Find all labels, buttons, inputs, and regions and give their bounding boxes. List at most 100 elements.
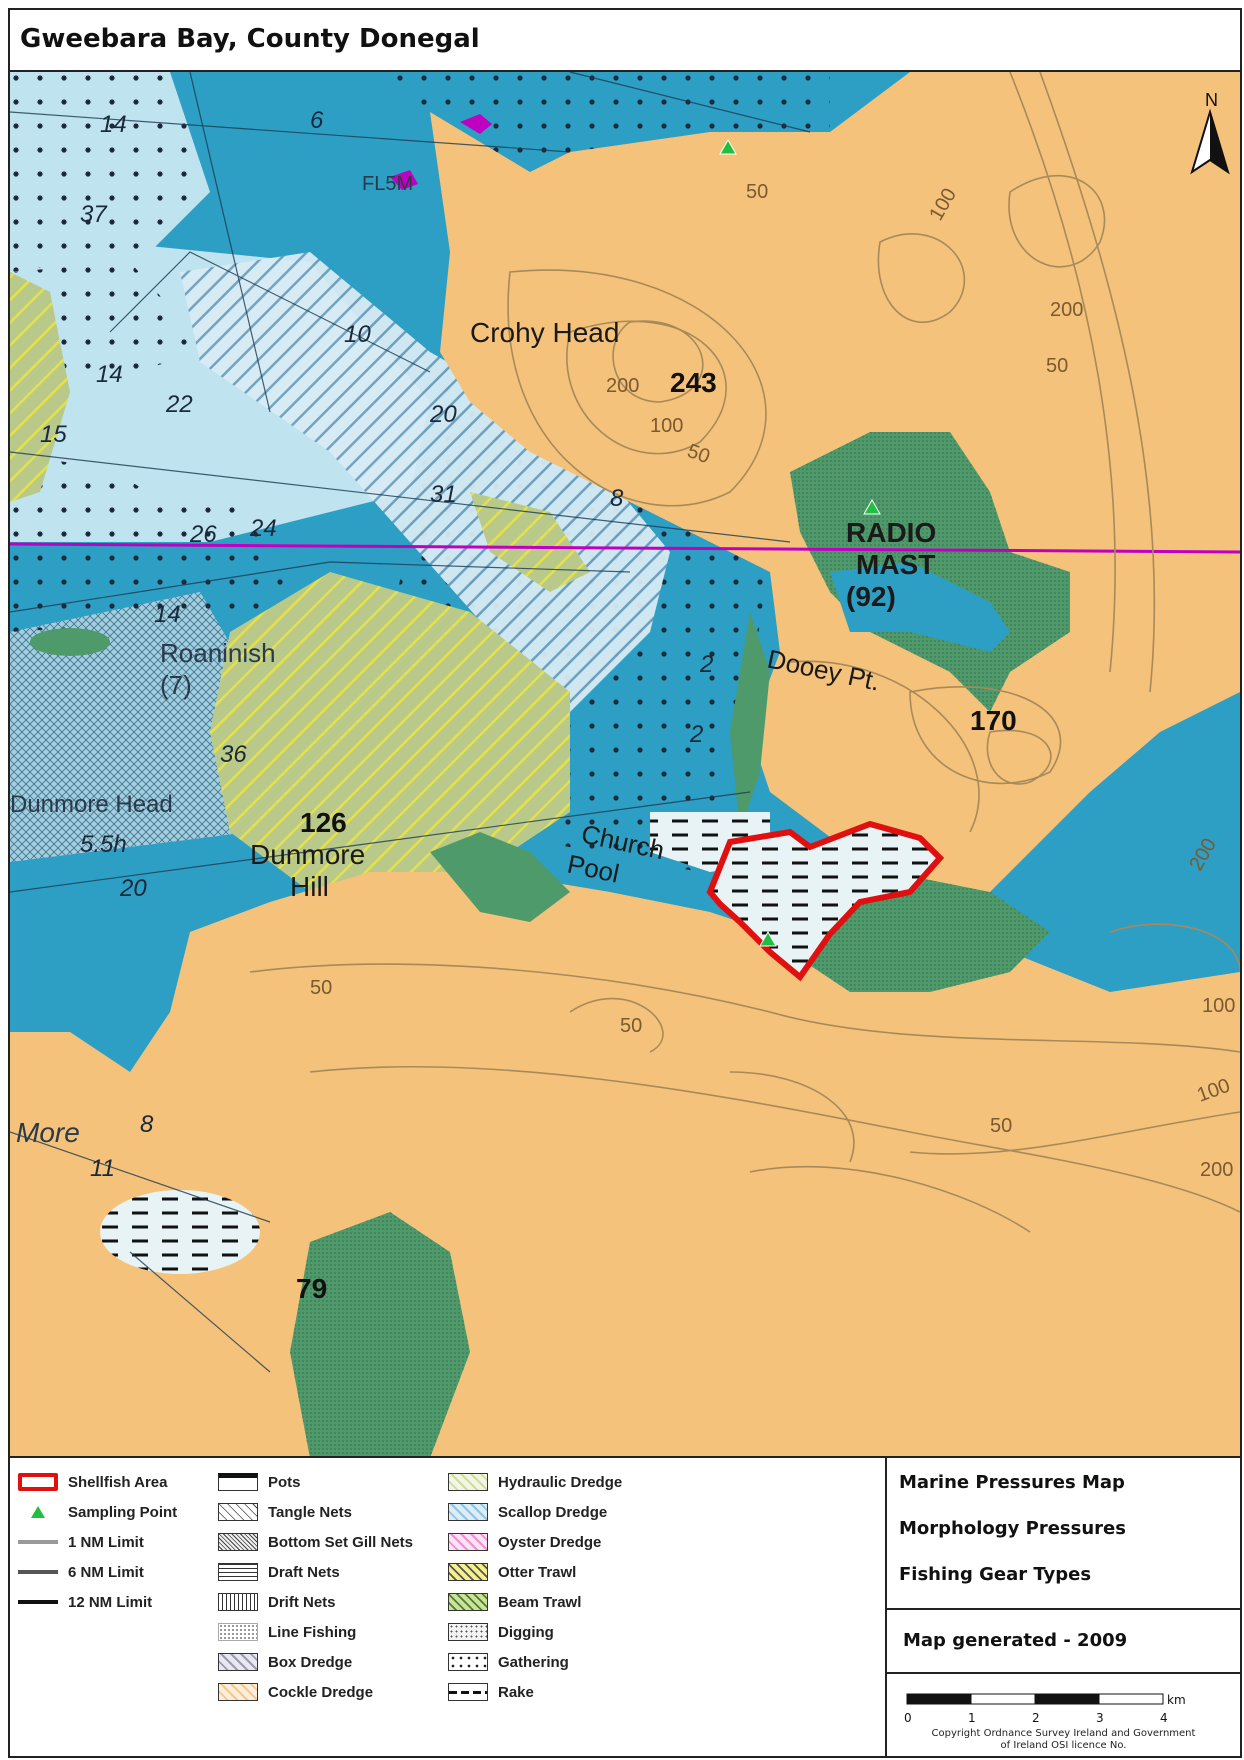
legend-otter-trawl: Otter Trawl bbox=[448, 1560, 576, 1584]
legend-beam-trawl: Beam Trawl bbox=[448, 1590, 581, 1614]
north-label: N bbox=[1205, 90, 1218, 110]
label-fl5m: FL5M bbox=[362, 173, 413, 195]
info-map-generated: Map generated - 2009 bbox=[903, 1630, 1128, 1651]
legend-12nm-limit: 12 NM Limit bbox=[18, 1590, 152, 1614]
scale-tick-0: 0 bbox=[904, 1711, 912, 1725]
otter-trawl-pattern-icon bbox=[448, 1563, 488, 1581]
sampling-point-2 bbox=[863, 498, 881, 515]
sounding-7: 26 bbox=[189, 521, 217, 548]
sounding-17: 6 bbox=[310, 107, 324, 134]
digging-pattern-icon bbox=[448, 1623, 488, 1641]
sounding-16: 24 bbox=[249, 515, 277, 542]
legend-hydraulic-dredge: Hydraulic Dredge bbox=[448, 1470, 622, 1494]
legend-oyster-dredge: Oyster Dredge bbox=[448, 1530, 601, 1554]
legend-1nm-limit: 1 NM Limit bbox=[18, 1530, 144, 1554]
tangle-nets-pattern-icon bbox=[218, 1503, 258, 1521]
rake-pattern-icon bbox=[448, 1683, 488, 1701]
legend-bottom-set-gill-nets: Bottom Set Gill Nets bbox=[218, 1530, 413, 1554]
sounding-15: 11 bbox=[90, 1155, 115, 1182]
hydraulic-dredge-pattern-icon bbox=[448, 1473, 488, 1491]
sounding-13: 20 bbox=[119, 875, 147, 902]
height-3: 126 bbox=[300, 807, 347, 838]
oyster-dredge-pattern-icon bbox=[448, 1533, 488, 1551]
sounding-4: 22 bbox=[165, 391, 193, 418]
label-radio-mast-3: (92) bbox=[846, 581, 896, 612]
contour-label-5: 100 bbox=[650, 415, 683, 437]
contour-label-1: 50 bbox=[746, 181, 768, 203]
sounding-9: 14 bbox=[154, 601, 181, 628]
scale-tick-4: 4 bbox=[1160, 1711, 1168, 1725]
contour-label-3: 200 bbox=[606, 375, 639, 397]
info-separator bbox=[887, 1608, 1240, 1610]
sounding-14: 8 bbox=[140, 1111, 154, 1138]
info-morphology-pressures: Morphology Pressures bbox=[899, 1518, 1126, 1539]
sounding-11: 36 bbox=[220, 741, 247, 768]
scallop-dredge-pattern-icon bbox=[448, 1503, 488, 1521]
title-bar: Gweebara Bay, County Donegal bbox=[10, 10, 1240, 72]
label-dunmore: Dunmore bbox=[250, 839, 365, 870]
info-separator-2 bbox=[887, 1672, 1240, 1674]
label-roaninish-2: (7) bbox=[160, 670, 192, 700]
sounding-8: 8 bbox=[610, 485, 624, 512]
legend: Shellfish Area Sampling Point 1 NM Limit… bbox=[10, 1458, 885, 1758]
height-1: 243 bbox=[670, 367, 717, 398]
legend-shellfish-area: Shellfish Area bbox=[18, 1470, 167, 1494]
contour-label-9: 50 bbox=[310, 977, 332, 999]
gathering-pattern-icon bbox=[448, 1653, 488, 1671]
info-panel: Marine Pressures Map Morphology Pressure… bbox=[885, 1458, 1240, 1758]
pots-pattern-icon bbox=[218, 1473, 258, 1491]
label-roaninish: Roaninish bbox=[160, 638, 276, 668]
dark-grey-line-icon bbox=[18, 1570, 58, 1574]
beam-trawl-pattern-icon bbox=[448, 1593, 488, 1611]
label-crohy-head: Crohy Head bbox=[470, 317, 619, 348]
drift-nets-pattern-icon bbox=[218, 1593, 258, 1611]
legend-cockle-dredge: Cockle Dredge bbox=[218, 1680, 373, 1704]
label-radio-mast-2: MAST bbox=[856, 549, 935, 580]
height-4: 79 bbox=[296, 1273, 327, 1304]
green-triangle-icon bbox=[18, 1503, 58, 1521]
legend-line-fishing: Line Fishing bbox=[218, 1620, 356, 1644]
info-fishing-gear: Fishing Gear Types bbox=[899, 1564, 1092, 1585]
legend-gathering: Gathering bbox=[448, 1650, 569, 1674]
sounding-20: 10 bbox=[344, 321, 371, 348]
legend-box-dredge: Box Dredge bbox=[218, 1650, 352, 1674]
draft-nets-pattern-icon bbox=[218, 1563, 258, 1581]
scale-tick-1: 1 bbox=[968, 1711, 976, 1725]
sounding-1: 14 bbox=[100, 111, 127, 138]
scale-unit: km bbox=[1167, 1693, 1186, 1707]
scale-tick-2: 2 bbox=[1032, 1711, 1040, 1725]
sounding-3: 14 bbox=[96, 361, 123, 388]
contour-label-13: 50 bbox=[990, 1115, 1012, 1137]
sounding-18: 2 bbox=[689, 721, 703, 748]
contour-label-10: 50 bbox=[620, 1015, 642, 1037]
legend-rake: Rake bbox=[448, 1680, 534, 1704]
sampling-point-1 bbox=[719, 138, 737, 155]
legend-6nm-limit: 6 NM Limit bbox=[18, 1560, 144, 1584]
copyright-notice: Copyright Ordnance Survey Ireland and Go… bbox=[931, 1728, 1196, 1751]
sounding-6: 20 bbox=[429, 401, 457, 428]
legend-sampling-point: Sampling Point bbox=[18, 1500, 177, 1524]
info-marine-pressures: Marine Pressures Map bbox=[899, 1472, 1125, 1493]
box-dredge-pattern-icon bbox=[218, 1653, 258, 1671]
scale-bar: km 0 1 2 3 4 bbox=[903, 1684, 1233, 1754]
gill-nets-pattern-icon bbox=[218, 1533, 258, 1551]
legend-digging: Digging bbox=[448, 1620, 554, 1644]
north-arrow-icon bbox=[1190, 108, 1230, 175]
sounding-5: 15 bbox=[40, 421, 67, 448]
contour-label-12: 100 bbox=[1202, 995, 1235, 1017]
sounding-12: 5.5h bbox=[80, 831, 127, 858]
contour-label-11: 200 bbox=[1200, 1159, 1233, 1181]
scale-tick-3: 3 bbox=[1096, 1711, 1104, 1725]
map-title: Gweebara Bay, County Donegal bbox=[20, 24, 480, 54]
label-hill: Hill bbox=[290, 871, 329, 902]
legend-drift-nets: Drift Nets bbox=[218, 1590, 336, 1614]
sounding-10: 2 bbox=[699, 651, 713, 678]
legend-pots: Pots bbox=[218, 1470, 301, 1494]
legend-draft-nets: Draft Nets bbox=[218, 1560, 340, 1584]
map-canvas: N Crohy Head RADIO MAST (92) Dooey Pt. C… bbox=[10, 72, 1240, 1458]
label-radio-mast: RADIO bbox=[846, 517, 936, 548]
label-dunmore-head: Dunmore Head bbox=[10, 791, 173, 818]
sampling-point-3 bbox=[759, 930, 777, 947]
legend-scallop-dredge: Scallop Dredge bbox=[448, 1500, 607, 1524]
contour-label-6: 50 bbox=[1046, 355, 1068, 377]
